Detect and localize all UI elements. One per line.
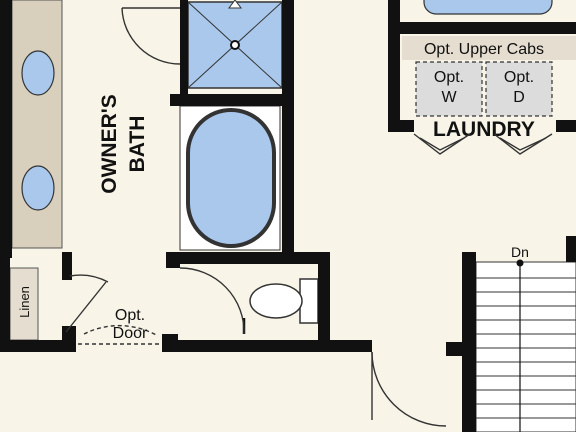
door-laundry-right-inner bbox=[499, 137, 547, 151]
wall bbox=[62, 252, 72, 280]
wall bbox=[166, 252, 330, 264]
linen-label: Linen bbox=[17, 286, 32, 318]
door-optional-swing bbox=[83, 324, 159, 337]
stair-arrow-dot bbox=[516, 259, 524, 267]
laundry-sink bbox=[423, 0, 553, 15]
washer-label-w: W bbox=[441, 89, 457, 106]
optional-door-label-line1: Opt. bbox=[115, 307, 145, 324]
door-shower-swing bbox=[121, 7, 181, 65]
wall bbox=[388, 0, 400, 132]
wall bbox=[282, 0, 294, 260]
stairs bbox=[475, 261, 576, 432]
wall bbox=[170, 94, 286, 106]
washer-label-opt: Opt. bbox=[434, 69, 464, 86]
sink-lower bbox=[21, 165, 55, 211]
wall bbox=[0, 258, 10, 346]
owners-bath-label-line2: BATH bbox=[126, 116, 149, 173]
laundry-room-label: LAUNDRY bbox=[433, 118, 535, 141]
tub-basin bbox=[186, 108, 276, 248]
doors bbox=[65, 7, 553, 427]
stairs-down-label: Dn bbox=[511, 244, 529, 260]
door-laundry-left-inner bbox=[419, 137, 465, 151]
door-linen-swing bbox=[69, 274, 109, 283]
wall bbox=[556, 120, 576, 132]
wall bbox=[180, 0, 188, 96]
wall bbox=[318, 252, 330, 350]
shower-head-icon bbox=[228, 0, 242, 9]
upper-cabinets bbox=[402, 36, 576, 60]
wall bbox=[0, 340, 76, 352]
wall bbox=[162, 340, 372, 352]
vanity-counter bbox=[12, 0, 62, 248]
optional-door-label-line2: Door bbox=[113, 325, 148, 342]
shower-drain-icon bbox=[230, 40, 240, 50]
door-wc-swing bbox=[179, 267, 245, 335]
wall bbox=[388, 22, 576, 34]
dryer-label-d: D bbox=[513, 89, 525, 106]
stair-treads bbox=[476, 277, 576, 419]
door-hall-swing bbox=[371, 351, 447, 427]
door-linen-leaf bbox=[65, 281, 107, 333]
upper-cabinets-label: Opt. Upper Cabs bbox=[424, 41, 544, 58]
wall bbox=[566, 236, 576, 262]
toilet-bowl bbox=[249, 283, 303, 319]
owners-bath-label-line1: OWNER'S bbox=[98, 94, 121, 194]
wall bbox=[0, 0, 12, 258]
sink-upper bbox=[21, 50, 55, 96]
wall bbox=[62, 326, 76, 352]
wall bbox=[388, 120, 414, 132]
wall bbox=[462, 252, 476, 432]
dryer-space bbox=[485, 61, 553, 117]
washer-space bbox=[415, 61, 483, 117]
dryer-label-opt: Opt. bbox=[504, 69, 534, 86]
linen-closet bbox=[9, 267, 39, 341]
